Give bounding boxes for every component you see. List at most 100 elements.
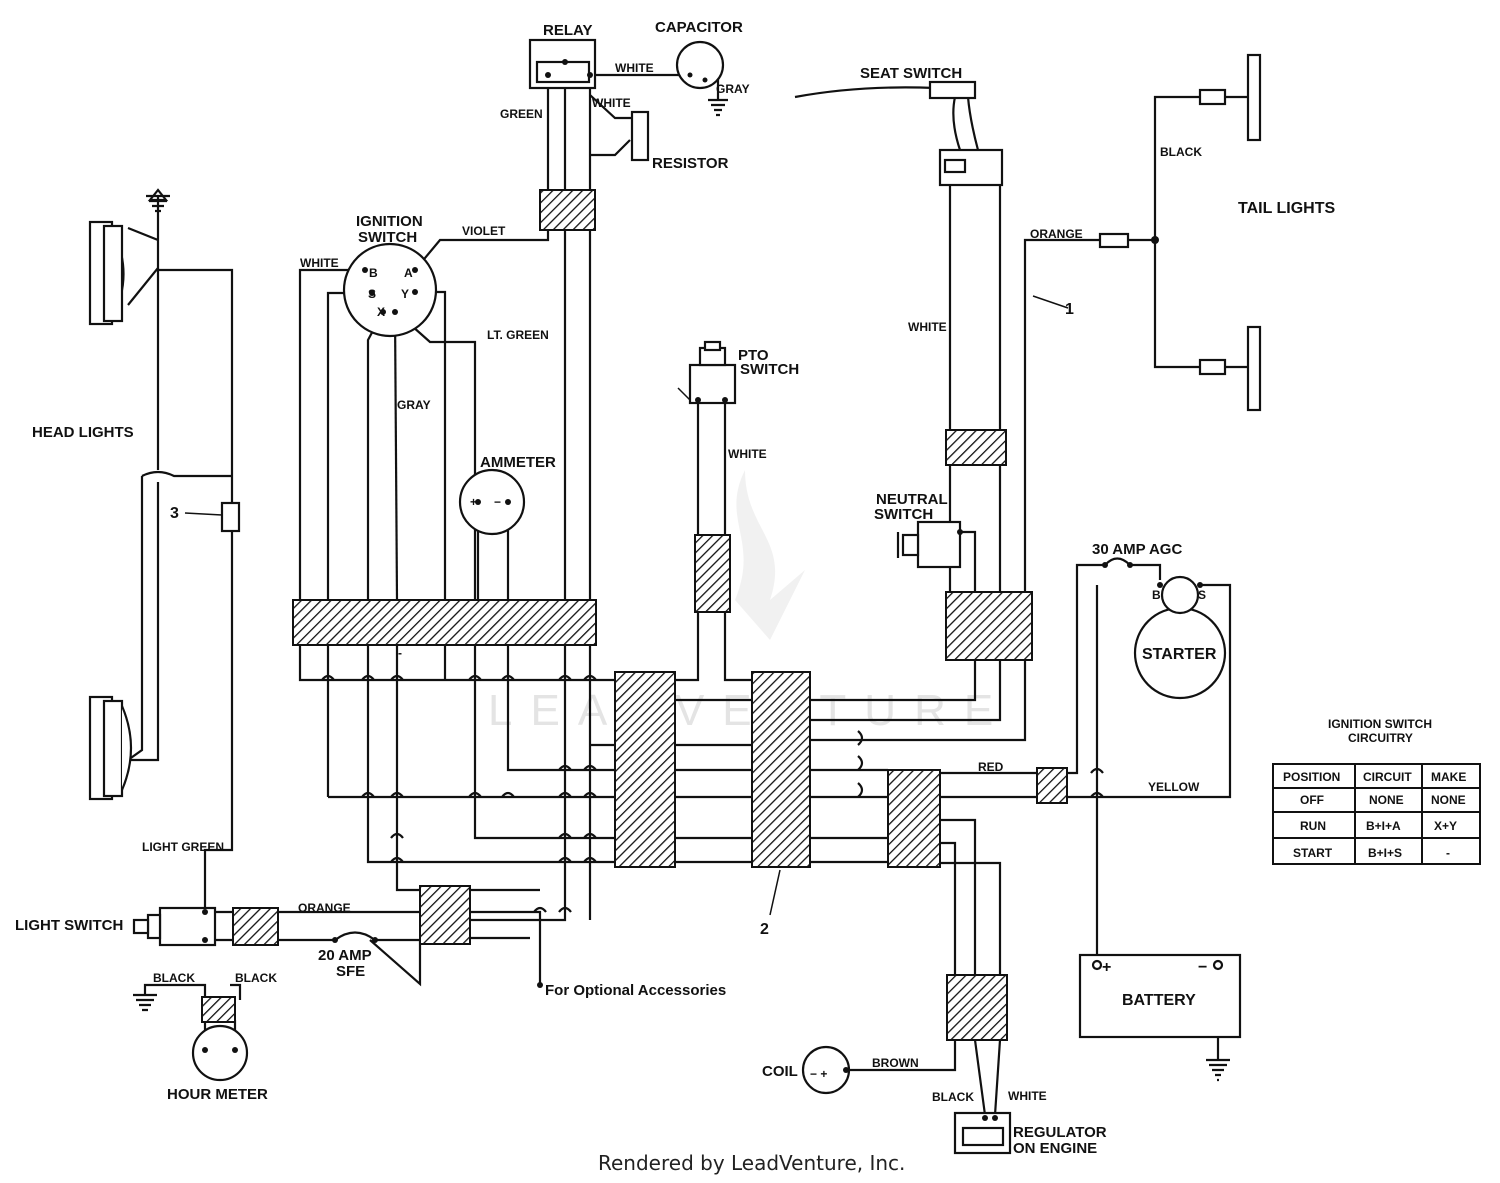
wire-3-label: 3	[170, 505, 179, 522]
wire-1-label: 1	[1065, 301, 1074, 318]
regulator-label-2: ON ENGINE	[1013, 1140, 1097, 1157]
table-title: IGNITION SWITCH	[1328, 717, 1432, 731]
optional-accessories-label: For Optional Accessories	[545, 982, 726, 999]
table-cell: B+I+S	[1368, 846, 1402, 860]
terminal-a-label: A	[404, 266, 413, 280]
relay-label: RELAY	[543, 22, 592, 39]
terminal-b-label: B	[369, 266, 378, 280]
tail-light-bottom-icon	[1198, 325, 1262, 412]
wire-black-label-2: BLACK	[235, 971, 277, 985]
ground-icon	[146, 188, 170, 213]
hour-meter-icon	[191, 1024, 249, 1082]
terminal-y-label: Y	[401, 287, 409, 301]
wire-lt-green-label: LT. GREEN	[487, 328, 549, 342]
wire-white-label: WHITE	[300, 256, 339, 270]
neutral-switch-label-2: SWITCH	[874, 506, 933, 523]
battery-label: BATTERY	[1122, 992, 1196, 1009]
capacitor-label: CAPACITOR	[655, 19, 743, 36]
tail-light-top-icon	[1198, 53, 1262, 142]
table-cell: B+I+A	[1366, 819, 1401, 833]
pto-switch-label-2: SWITCH	[740, 361, 799, 378]
wire-gray-label: GRAY	[716, 82, 750, 96]
pto-switch-label: PTO	[738, 347, 769, 364]
neutral-switch-icon	[896, 520, 963, 569]
table-header-circuit: CIRCUIT	[1363, 770, 1412, 784]
headlight-bottom-icon	[88, 695, 133, 801]
ignition-circuitry-table: IGNITION SWITCH CIRCUITRY POSITION CIRCU…	[1272, 717, 1481, 865]
fuse-20-label: 20 AMP	[318, 947, 372, 964]
wire-2-label: 2	[760, 921, 769, 938]
dash-label: -	[398, 646, 402, 660]
wire-white-label: WHITE	[592, 96, 631, 110]
light-switch-label: LIGHT SWITCH	[15, 917, 123, 934]
head-lights-label: HEAD LIGHTS	[32, 424, 134, 441]
wire-white-label: WHITE	[728, 447, 767, 461]
ignition-switch-label-2: SWITCH	[358, 229, 417, 246]
wire-gray-label: GRAY	[397, 398, 431, 412]
wire-white-label: WHITE	[615, 61, 654, 75]
hour-meter-label: HOUR METER	[167, 1086, 268, 1103]
table-header-make: MAKE	[1431, 770, 1466, 784]
capacitor-icon	[675, 40, 728, 117]
table-header-position: POSITION	[1283, 770, 1340, 784]
watermark-text: LEADVENTURE	[488, 686, 1011, 735]
starter-s-label: S	[1198, 588, 1206, 602]
starter-label: STARTER	[1142, 646, 1217, 663]
starter-icon	[1133, 575, 1227, 700]
terminal-s-label: S	[368, 287, 376, 301]
wire-green-label: GREEN	[500, 107, 543, 121]
table-cell: OFF	[1300, 793, 1324, 807]
table-cell: RUN	[1300, 819, 1326, 833]
ignition-switch-icon	[342, 242, 438, 338]
ammeter-plus-label: +	[470, 495, 477, 509]
wire-orange-label: ORANGE	[298, 901, 351, 915]
table-cell: NONE	[1431, 793, 1466, 807]
ammeter-minus-label: −	[494, 495, 501, 509]
battery-plus-label: +	[1102, 959, 1111, 976]
footer-credit: Rendered by LeadVenture, Inc.	[598, 1151, 905, 1175]
connector-orange	[1098, 232, 1130, 249]
coil-label: COIL	[762, 1063, 798, 1080]
starter-b-label: B	[1152, 588, 1161, 602]
table-cell: -	[1446, 846, 1450, 860]
fuse-30-label: 30 AMP AGC	[1092, 541, 1182, 558]
wire-violet-label: VIOLET	[462, 224, 506, 238]
fuse-20-icon	[334, 931, 376, 941]
connector-3	[220, 501, 241, 533]
table-subtitle: CIRCUITRY	[1348, 731, 1413, 745]
fuse-20-label-2: SFE	[336, 963, 365, 980]
ammeter-label: AMMETER	[480, 454, 556, 471]
wire-black-label: BLACK	[932, 1090, 974, 1104]
regulator-icon	[953, 1111, 1012, 1155]
ground-icon	[133, 993, 157, 1012]
wire-crossovers	[321, 674, 1104, 913]
neutral-switch-label: NEUTRAL	[876, 491, 948, 508]
light-switch-icon	[132, 906, 217, 947]
harness-bundles	[201, 189, 1068, 1041]
ignition-switch-label: IGNITION	[356, 213, 423, 230]
wire-yellow-label: YELLOW	[1148, 780, 1200, 794]
table-cell: X+Y	[1434, 819, 1457, 833]
battery-icon	[1078, 953, 1242, 1082]
labels: RELAY CAPACITOR WHITE GRAY GREEN WHITE R…	[15, 19, 1336, 1157]
battery-minus-label: −	[1198, 959, 1207, 976]
headlight-top-icon	[88, 220, 125, 326]
table-cell: START	[1293, 846, 1333, 860]
seat-switch-label: SEAT SWITCH	[860, 65, 962, 82]
wire-white-label: WHITE	[1008, 1089, 1047, 1103]
wire-light-green-label: LIGHT GREEN	[142, 840, 224, 854]
wire-brown-label: BROWN	[872, 1056, 919, 1070]
terminal-x-label: X	[377, 305, 385, 319]
regulator-label: REGULATOR	[1013, 1124, 1107, 1141]
wire-red-label: RED	[978, 760, 1004, 774]
relay-icon	[528, 38, 597, 90]
wire-black-label: BLACK	[153, 971, 195, 985]
wire-network	[127, 60, 1250, 1116]
table-cell: NONE	[1369, 793, 1404, 807]
tail-lights-label: TAIL LIGHTS	[1238, 200, 1336, 217]
coil-icon	[801, 1045, 851, 1095]
wire-black-label: BLACK	[1160, 145, 1202, 159]
pto-switch-icon	[677, 340, 737, 405]
watermark-flame-icon	[735, 470, 805, 640]
